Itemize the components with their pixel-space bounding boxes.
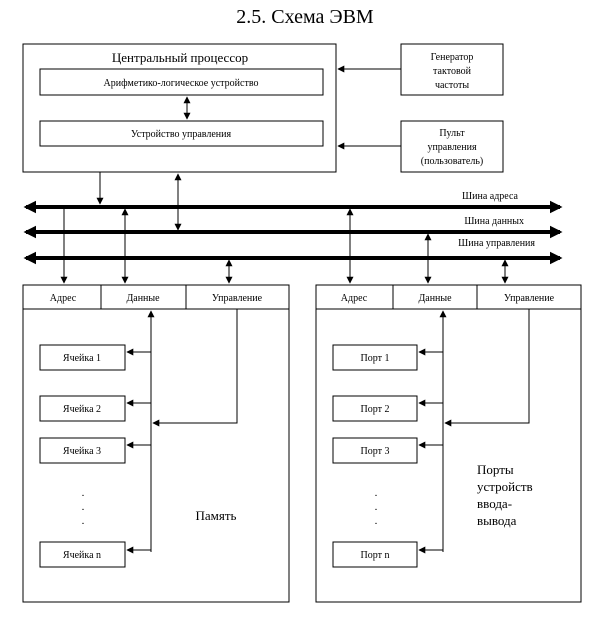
io-label-line-1: Порты	[477, 462, 514, 477]
io-ellipsis-3: .	[375, 515, 378, 527]
memory-cell-3	[39, 437, 126, 464]
io-label-line-3: ввода-	[477, 496, 512, 511]
memory-cell-n	[39, 541, 126, 568]
console-line-3: (пользователь)	[421, 156, 483, 167]
clock-generator-block: Генератор тактовой частоты	[337, 43, 504, 96]
io-port-1	[332, 344, 418, 371]
memory-header-data: Данные	[126, 293, 160, 304]
memory-cell-1-label: Ячейка 1	[63, 353, 101, 364]
io-port-3	[332, 437, 418, 464]
console-line-2: управления	[427, 142, 477, 153]
io-label-line-4: вывода	[477, 513, 517, 528]
io-header-address: Адрес	[341, 293, 368, 304]
data-bus-label: Шина данных	[464, 216, 524, 227]
memory-control-line	[152, 309, 238, 427]
control-unit-label: Устройство управления	[131, 129, 232, 140]
io-ports-block: Адрес Данные Управление Порт 1 Порт 2 По…	[315, 208, 582, 603]
io-ellipsis-1: .	[375, 487, 378, 499]
buses: Шина адреса Шина данных Шина управления	[23, 191, 563, 265]
page-title: 2.5. Схема ЭВМ	[236, 6, 374, 28]
io-header-data: Данные	[418, 293, 452, 304]
memory-header-control: Управление	[212, 293, 263, 304]
io-control-line	[444, 309, 530, 427]
memory-block: Адрес Данные Управление Ячейка 1 Ячейка …	[22, 208, 290, 603]
memory-cell-3-label: Ячейка 3	[63, 446, 101, 457]
io-port-3-label: Порт 3	[361, 446, 390, 457]
memory-ellipsis-3: .	[82, 515, 85, 527]
io-port-n	[332, 541, 418, 568]
memory-cell-2-label: Ячейка 2	[63, 404, 101, 415]
memory-cell-1	[39, 344, 126, 371]
generator-line-3: частоты	[435, 80, 469, 91]
address-bus-label: Шина адреса	[462, 191, 519, 202]
control-unit-box	[39, 120, 324, 147]
console-line-1: Пульт	[439, 128, 465, 139]
io-header-control: Управление	[504, 293, 555, 304]
cpu-title: Центральный процессор	[112, 50, 248, 65]
memory-cell-n-label: Ячейка n	[63, 550, 101, 561]
memory-ellipsis-1: .	[82, 487, 85, 499]
memory-label: Память	[196, 508, 237, 523]
control-bus-label: Шина управления	[458, 238, 535, 249]
alu-label: Арифметико-логическое устройство	[104, 78, 259, 89]
io-port-2-label: Порт 2	[361, 404, 390, 415]
cpu-block: Центральный процессор Арифметико-логичес…	[22, 43, 337, 173]
memory-ellipsis-2: .	[82, 501, 85, 513]
io-port-2	[332, 395, 418, 422]
control-console-block: Пульт управления (пользователь)	[337, 120, 504, 173]
io-port-1-label: Порт 1	[361, 353, 390, 364]
alu-box	[39, 68, 324, 96]
memory-cell-2	[39, 395, 126, 422]
io-label-line-2: устройств	[477, 479, 533, 494]
io-ellipsis-2: .	[375, 501, 378, 513]
generator-line-1: Генератор	[431, 52, 474, 63]
io-port-n-label: Порт n	[361, 550, 390, 561]
memory-header-address: Адрес	[50, 293, 77, 304]
generator-line-2: тактовой	[433, 66, 472, 77]
